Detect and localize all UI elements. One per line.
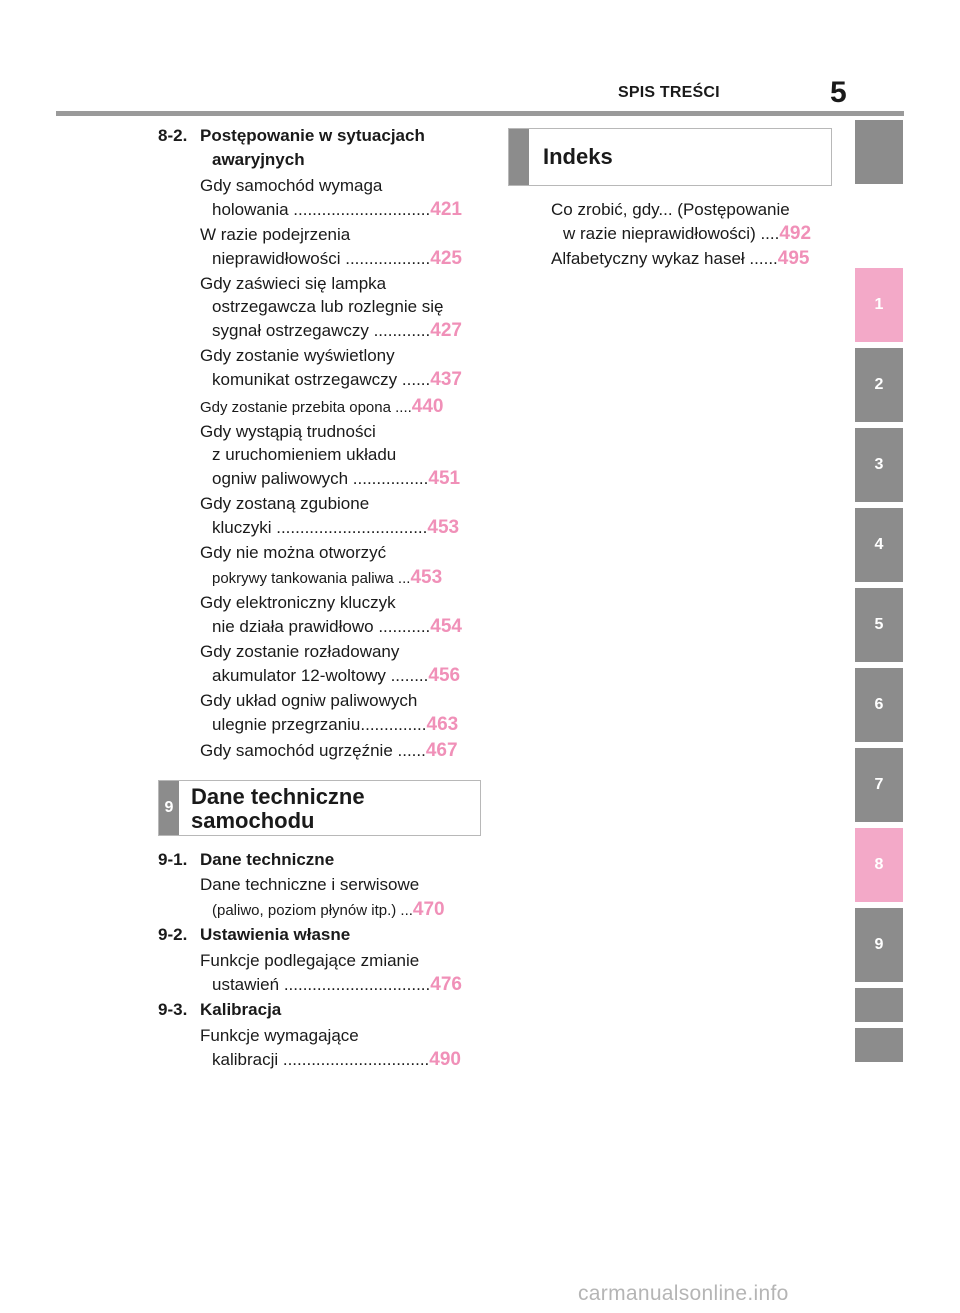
toc-entry-link[interactable]: Gdy samochód ugrzęźnie ......467 — [200, 740, 458, 761]
index-title: Indeks — [543, 144, 613, 169]
chapter-tab-blank-1[interactable] — [855, 988, 903, 1022]
toc-entry-text: W razie podejrzenia — [200, 225, 351, 244]
toc-entry-text: Gdy zostanie wyświetlony — [200, 346, 395, 365]
chapter-title: Dane techniczne — [191, 784, 365, 809]
chapter-tab-6[interactable]: 6 — [855, 668, 903, 742]
watermark: carmanualsonline.info — [578, 1282, 789, 1305]
page-ref: 456 — [428, 665, 461, 686]
toc-entry-link[interactable]: nie działa prawidłowo ...........454 — [212, 616, 462, 637]
toc-entry-link[interactable]: sygnał ostrzegawczy ............427 — [212, 320, 462, 341]
page-ref: 453 — [427, 517, 460, 538]
toc-entry-link[interactable]: pokrywy tankowania paliwa ...453 — [212, 567, 443, 588]
subsection-title: Kalibracja — [200, 1000, 282, 1019]
toc-entry-link[interactable]: holowania .............................4… — [212, 199, 462, 220]
page-ref: 495 — [777, 248, 810, 269]
toc-entry-link[interactable]: Alfabetyczny wykaz haseł ......495 — [551, 248, 810, 269]
toc-entry-link[interactable]: Gdy zostanie przebita opona ....440 — [200, 396, 444, 417]
toc-entry-text: Funkcje wymagające — [200, 1026, 359, 1045]
toc-entry-text: Gdy układ ogniw paliwowych — [200, 691, 418, 710]
page-ref: 470 — [412, 899, 445, 920]
toc-entry-text: Gdy zostanie rozładowany — [200, 642, 400, 661]
toc-entry-text: Dane techniczne i serwisowe — [200, 875, 420, 894]
toc-entry-link[interactable]: kluczyki ...............................… — [212, 517, 460, 538]
subsection-title: Ustawienia własne — [200, 925, 351, 944]
section-title: Postępowanie w sytuacjach — [200, 126, 425, 145]
chapter-tab-5[interactable]: 5 — [855, 588, 903, 662]
toc-entry-text: Gdy zostaną zgubione — [200, 494, 370, 513]
subsection-title: Dane techniczne — [200, 850, 335, 869]
index-badge — [509, 129, 529, 185]
page-ref: 421 — [430, 199, 462, 220]
toc-entry-link[interactable]: ulegnie przegrzaniu..............463 — [212, 714, 459, 735]
index-heading-box: Indeks — [508, 128, 832, 186]
page-ref: 427 — [430, 320, 462, 341]
page-ref: 453 — [410, 567, 443, 588]
toc-entry-link[interactable]: (paliwo, poziom płynów itp.) ...470 — [212, 899, 445, 920]
section-number: 8-2. — [158, 126, 188, 145]
toc-entry-link[interactable]: nieprawidłowości ..................425 — [212, 248, 462, 269]
page-ref: 451 — [428, 468, 461, 489]
chapter-tab-7[interactable]: 7 — [855, 748, 903, 822]
toc-entry-text: z uruchomieniem układu — [212, 445, 397, 464]
toc-entry-link[interactable]: ustawień ...............................… — [212, 974, 462, 995]
page-ref: 437 — [430, 369, 462, 390]
page-ref: 492 — [779, 223, 812, 244]
toc-entry-text: Gdy samochód wymaga — [200, 176, 383, 195]
section-title-cont: awaryjnych — [212, 150, 305, 169]
toc-entry-text: ostrzegawcza lub rozlegnie się — [212, 297, 444, 316]
toc-entry-text: Funkcje podlegające zmianie — [200, 951, 420, 970]
chapter-tab-2[interactable]: 2 — [855, 348, 903, 422]
chapter-tab-9[interactable]: 9 — [855, 908, 903, 982]
chapter-tab-blank-2[interactable] — [855, 1028, 903, 1062]
chapter-heading-box: 9 Dane techniczne samochodu — [158, 780, 481, 836]
toc-entry-text: Gdy zaświeci się lampka — [200, 274, 387, 293]
chapter-tab-8[interactable]: 8 — [855, 828, 903, 902]
page-ref: 463 — [426, 714, 459, 735]
toc-entry-link[interactable]: w razie nieprawidłowości) ....492 — [563, 223, 812, 244]
page-ref: 454 — [430, 616, 462, 637]
chapter-number-badge: 9 — [159, 781, 179, 835]
page-ref: 490 — [429, 1049, 461, 1070]
header-divider — [56, 111, 904, 116]
chapter-tab-1[interactable]: 1 — [855, 268, 903, 342]
toc-entry-text: Gdy elektroniczny kluczyk — [200, 593, 396, 612]
page-header-title: SPIS TREŚCI — [618, 84, 720, 101]
toc-entry-link[interactable]: komunikat ostrzegawczy ......437 — [212, 369, 462, 390]
page-ref: 425 — [430, 248, 462, 269]
page-ref: 476 — [430, 974, 462, 995]
subsection-number: 9-3. — [158, 1000, 188, 1019]
page-ref: 440 — [411, 396, 444, 417]
subsection-number: 9-1. — [158, 850, 188, 869]
toc-entry-link[interactable]: akumulator 12-woltowy ........456 — [212, 665, 461, 686]
toc-entry-link[interactable]: kalibracji .............................… — [212, 1049, 461, 1070]
toc-entry-text: Gdy nie można otworzyć — [200, 543, 387, 562]
chapter-title-cont: samochodu — [191, 808, 315, 833]
chapter-tab-blank-top[interactable] — [855, 120, 903, 184]
page-number: 5 — [830, 76, 847, 109]
toc-entry-text: Gdy wystąpią trudności — [200, 422, 376, 441]
chapter-tab-3[interactable]: 3 — [855, 428, 903, 502]
toc-entry-text: Co zrobić, gdy... (Postępowanie — [551, 200, 790, 219]
chapter-tab-4[interactable]: 4 — [855, 508, 903, 582]
toc-entry-link[interactable]: ogniw paliwowych ................451 — [212, 468, 461, 489]
page-ref: 467 — [425, 740, 458, 761]
subsection-number: 9-2. — [158, 925, 188, 944]
